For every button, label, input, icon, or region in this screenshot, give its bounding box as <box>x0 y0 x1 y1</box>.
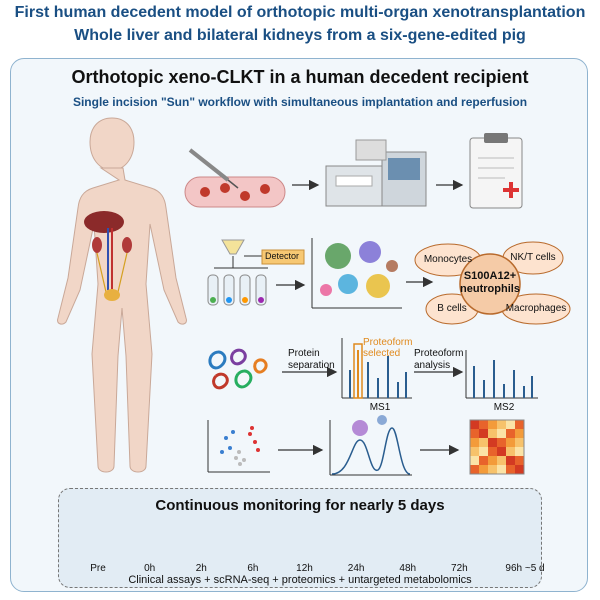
correlation-heatmap-icon <box>469 419 525 475</box>
heatmap-cell <box>488 456 497 465</box>
neutrophil-label-line2: neutrophils <box>460 283 520 295</box>
heatmap-cell <box>497 438 506 447</box>
heatmap-cell <box>479 420 488 429</box>
heatmap-cell <box>479 447 488 456</box>
heatmap-cell <box>479 465 488 474</box>
flow-cytometry-tubes-icon <box>207 239 268 306</box>
monitoring-title: Continuous monitoring for nearly 5 days <box>155 497 445 514</box>
proteoform-molecules-icon <box>208 348 268 390</box>
ms1-spectrum <box>341 338 412 399</box>
heatmap-cell <box>497 447 506 456</box>
timeline-label: 0h <box>144 563 156 574</box>
heatmap-cell <box>497 420 506 429</box>
cell-label-macrophages: Macrophages <box>505 303 567 314</box>
ms1-label: MS1 <box>369 402 391 413</box>
proteoform-selected-label: Proteoform selected <box>363 337 412 359</box>
figure-title-line2: Whole liver and bilateral kidneys from a… <box>74 27 526 44</box>
bladder-icon <box>104 289 120 301</box>
volcano-plot-icon <box>207 420 270 473</box>
heatmap-cell <box>470 429 479 438</box>
blood-sample-icon <box>184 148 286 208</box>
kidney-right-icon <box>122 237 132 253</box>
heatmap-cell <box>470 438 479 447</box>
lab-analyzer-icon <box>325 139 427 207</box>
heatmap-cell <box>506 429 515 438</box>
monitoring-box <box>58 488 542 588</box>
monitoring-assays: Clinical assays + scRNA-seq + proteomics… <box>128 574 472 586</box>
kidney-left-icon <box>92 237 102 253</box>
proteoform-analysis-line1: Proteoform <box>414 348 464 359</box>
heatmap-cell <box>515 465 524 474</box>
timeline-label: 12h <box>296 563 313 574</box>
heatmap-cell <box>515 438 524 447</box>
heatmap-cell <box>470 456 479 465</box>
detector-box <box>261 249 305 265</box>
heatmap-cell <box>506 465 515 474</box>
heatmap-cell <box>515 429 524 438</box>
heatmap-cell <box>506 420 515 429</box>
heatmap-cell <box>515 420 524 429</box>
heatmap-cell <box>497 456 506 465</box>
timeline-label: 24h <box>347 563 365 574</box>
heatmap-cell <box>506 438 515 447</box>
heatmap-cell <box>506 447 515 456</box>
heatmap-cell <box>488 465 497 474</box>
heatmap-cell <box>497 465 506 474</box>
protein-separation-line2: separation <box>288 360 335 371</box>
ms2-spectrum <box>465 350 538 399</box>
proteoform-analysis-line2: analysis <box>414 360 451 371</box>
cell-label-bcells: B cells <box>437 303 467 314</box>
timeline-label: 2h <box>195 563 207 574</box>
neutrophil-center-label: S100A12+ neutrophils <box>460 270 520 296</box>
heatmap-cell <box>470 420 479 429</box>
proteoform-analysis-label: Proteoform analysis <box>414 348 463 372</box>
cell-label-monocytes: Monocytes <box>423 254 473 265</box>
protein-separation-label: Protein separation <box>288 348 335 372</box>
heatmap-cell <box>515 447 524 456</box>
ms2-label: MS2 <box>493 402 515 413</box>
umap-cluster-plot <box>311 238 402 309</box>
heatmap-cell <box>515 456 524 465</box>
figure-title-line1: First human decedent model of orthotopic… <box>14 4 586 21</box>
heatmap-cell <box>479 456 488 465</box>
heatmap-cell <box>506 456 515 465</box>
heatmap-frame <box>469 419 525 475</box>
cell-label-nkt: NK/T cells <box>510 252 556 263</box>
protein-separation-line1: Protein <box>288 348 320 359</box>
clipboard-report-icon <box>469 133 523 209</box>
heatmap-cell <box>488 420 497 429</box>
proteoform-selected-line1: Proteoform <box>363 337 413 348</box>
neutrophil-label-line1: S100A12+ <box>463 270 517 282</box>
proteoform-selected-line2: selected <box>363 348 401 359</box>
timeline-label: Pre <box>90 563 106 574</box>
human-body-icon <box>57 117 187 473</box>
panel-title: Orthotopic xeno-CLKT in a human decedent… <box>71 67 529 87</box>
timeline-label: 48h <box>399 563 417 574</box>
heatmap-cell <box>470 465 479 474</box>
timeline-label: 96h ~5 d <box>505 563 545 574</box>
panel-subtitle: Single incision "Sun" workflow with simu… <box>72 95 528 109</box>
heatmap-cell <box>488 447 497 456</box>
heatmap-cell <box>470 447 479 456</box>
immune-cell-network <box>414 241 571 325</box>
heatmap-cell <box>479 429 488 438</box>
heatmap-cell <box>479 438 488 447</box>
heatmap-cell <box>488 438 497 447</box>
heatmap-cell <box>488 429 497 438</box>
heatmap-cell <box>497 429 506 438</box>
timeline-label: 6h <box>247 563 259 574</box>
liver-icon <box>84 211 124 233</box>
timeline-label: 72h <box>451 563 468 574</box>
chromatogram-icon <box>329 415 412 476</box>
detector-label: Detector <box>265 251 300 261</box>
